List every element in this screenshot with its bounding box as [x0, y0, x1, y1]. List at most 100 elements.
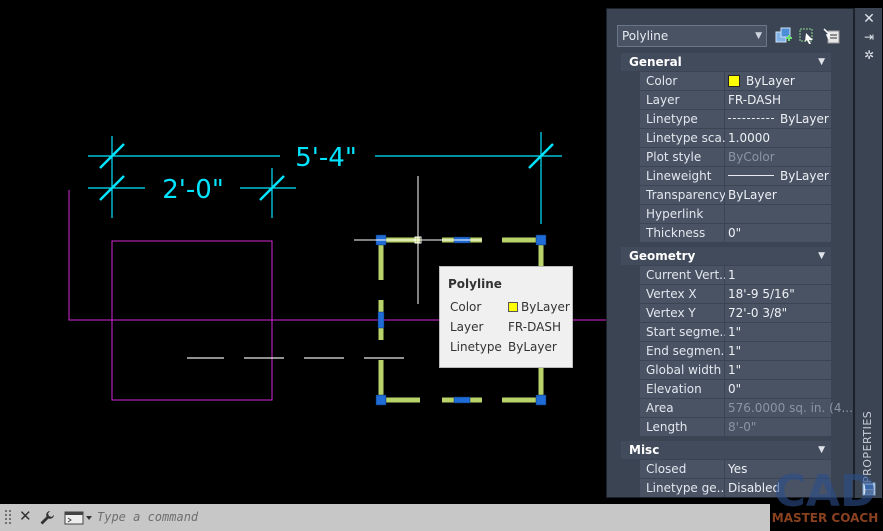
toggle-pickadd-icon[interactable]: [773, 26, 793, 46]
svg-text:CAD: CAD: [774, 466, 877, 517]
property-value[interactable]: Disabled: [725, 479, 831, 497]
property-name: Vertex Y: [640, 304, 724, 322]
section-misc[interactable]: Misc ▼: [621, 441, 831, 459]
object-type-select[interactable]: Polyline ▼: [617, 25, 767, 47]
property-row-vertex-x[interactable]: Vertex X 18'-9 5/16": [640, 285, 831, 304]
property-row-elevation[interactable]: Elevation 0": [640, 380, 831, 399]
property-row-linetype-sca[interactable]: Linetype sca...1.0000: [640, 129, 831, 148]
chevron-down-icon: ▼: [755, 31, 762, 41]
property-name: Layer: [640, 91, 724, 109]
section-geometry[interactable]: Geometry ▼: [621, 247, 831, 265]
dimension-overall[interactable]: [88, 132, 562, 224]
select-objects-icon[interactable]: [797, 26, 817, 46]
property-value-text: 0": [728, 382, 742, 396]
property-value[interactable]: 72'-0 3/8": [725, 304, 831, 322]
tooltip-row-layer: Layer FR-DASH: [450, 320, 570, 336]
property-name: Vertex X: [640, 285, 724, 303]
tooltip-key: Layer: [450, 320, 484, 334]
auto-hide-icon[interactable]: ⇥: [863, 30, 875, 44]
property-value[interactable]: 0": [725, 224, 831, 242]
property-value-text: Yes: [728, 462, 748, 476]
tooltip-row-color: Color ByLayer: [450, 300, 570, 316]
property-value-text: ByLayer: [780, 112, 829, 126]
command-input[interactable]: Type a command: [97, 510, 199, 524]
property-row-current-vert[interactable]: Current Vert...1: [640, 266, 831, 285]
close-icon[interactable]: ✕: [19, 507, 32, 525]
settings-icon[interactable]: ✲: [863, 48, 875, 62]
property-value[interactable]: 1": [725, 323, 831, 341]
magenta-geometry: [68, 190, 606, 401]
palette-properties-icon[interactable]: [862, 482, 876, 496]
section-title: Geometry: [629, 249, 696, 263]
property-value[interactable]: ByColor: [725, 148, 831, 166]
property-value[interactable]: 0": [725, 380, 831, 398]
property-value-text: ByLayer: [728, 188, 777, 202]
lineweight-solid-icon: [728, 175, 774, 176]
property-name: Thickness: [640, 224, 724, 242]
property-row-end-segmen[interactable]: End segmen...1": [640, 342, 831, 361]
property-value-text: 1: [728, 268, 736, 282]
crosshair-cursor: [354, 176, 482, 304]
property-row-linetype[interactable]: Linetype ByLayer: [640, 110, 831, 129]
property-name: Closed: [640, 460, 724, 478]
section-general[interactable]: General ▼: [621, 53, 831, 71]
property-row-hyperlink[interactable]: Hyperlink: [640, 205, 831, 224]
quick-select-icon[interactable]: [821, 26, 841, 46]
rollover-tooltip: Polyline Color ByLayer Layer FR-DASH Lin…: [439, 266, 573, 368]
color-swatch-icon: [728, 75, 740, 87]
tooltip-value: ByLayer: [508, 340, 557, 354]
property-value-text: 1": [728, 325, 742, 339]
property-name: End segmen...: [640, 342, 732, 360]
property-name: Area: [640, 399, 724, 417]
property-value[interactable]: Yes: [725, 460, 831, 478]
property-row-linetype-ge[interactable]: Linetype ge...Disabled: [640, 479, 831, 498]
property-value[interactable]: ByLayer: [725, 72, 831, 90]
close-icon[interactable]: ✕: [863, 11, 875, 27]
property-row-closed[interactable]: Closed Yes: [640, 460, 831, 479]
dimension-partial[interactable]: [88, 168, 296, 218]
property-value[interactable]: 18'-9 5/16": [725, 285, 831, 303]
chevron-down-icon: ▼: [818, 57, 825, 67]
property-value[interactable]: 1.0000: [725, 129, 831, 147]
property-name: Current Vert...: [640, 266, 731, 284]
tooltip-title: Polyline: [448, 277, 502, 291]
tooltip-key: Linetype: [450, 340, 502, 354]
property-name: Lineweight: [640, 167, 724, 185]
property-row-start-segme[interactable]: Start segme...1": [640, 323, 831, 342]
property-value[interactable]: ByLayer: [725, 110, 831, 128]
property-value-text: 18'-9 5/16": [728, 287, 795, 301]
property-value[interactable]: ByLayer: [725, 186, 831, 204]
tooltip-value-text: ByLayer: [521, 300, 570, 314]
property-name: Elevation: [640, 380, 724, 398]
property-value-text: 1": [728, 363, 742, 377]
property-value[interactable]: 1: [725, 266, 831, 284]
dimension-partial-text: 2'-0": [162, 175, 224, 205]
property-value[interactable]: ByLayer: [725, 167, 831, 185]
drag-handle-icon[interactable]: [4, 509, 12, 526]
property-value[interactable]: 1": [725, 361, 831, 379]
wrench-icon[interactable]: [39, 510, 55, 526]
section-title: Misc: [629, 443, 660, 457]
property-value[interactable]: FR-DASH: [725, 91, 831, 109]
property-value[interactable]: 1": [725, 342, 831, 360]
recent-commands-icon[interactable]: [64, 510, 94, 526]
cad-master-coach-logo: CAD MASTER COACH: [772, 466, 879, 525]
property-value[interactable]: [725, 205, 831, 223]
color-swatch-icon: [508, 302, 518, 312]
property-name: Linetype: [640, 110, 724, 128]
property-value[interactable]: 576.0000 sq. in. (4...: [725, 399, 853, 417]
property-name: Start segme...: [640, 323, 731, 341]
property-value[interactable]: 8'-0": [725, 418, 831, 436]
object-type-value: Polyline: [622, 29, 669, 43]
